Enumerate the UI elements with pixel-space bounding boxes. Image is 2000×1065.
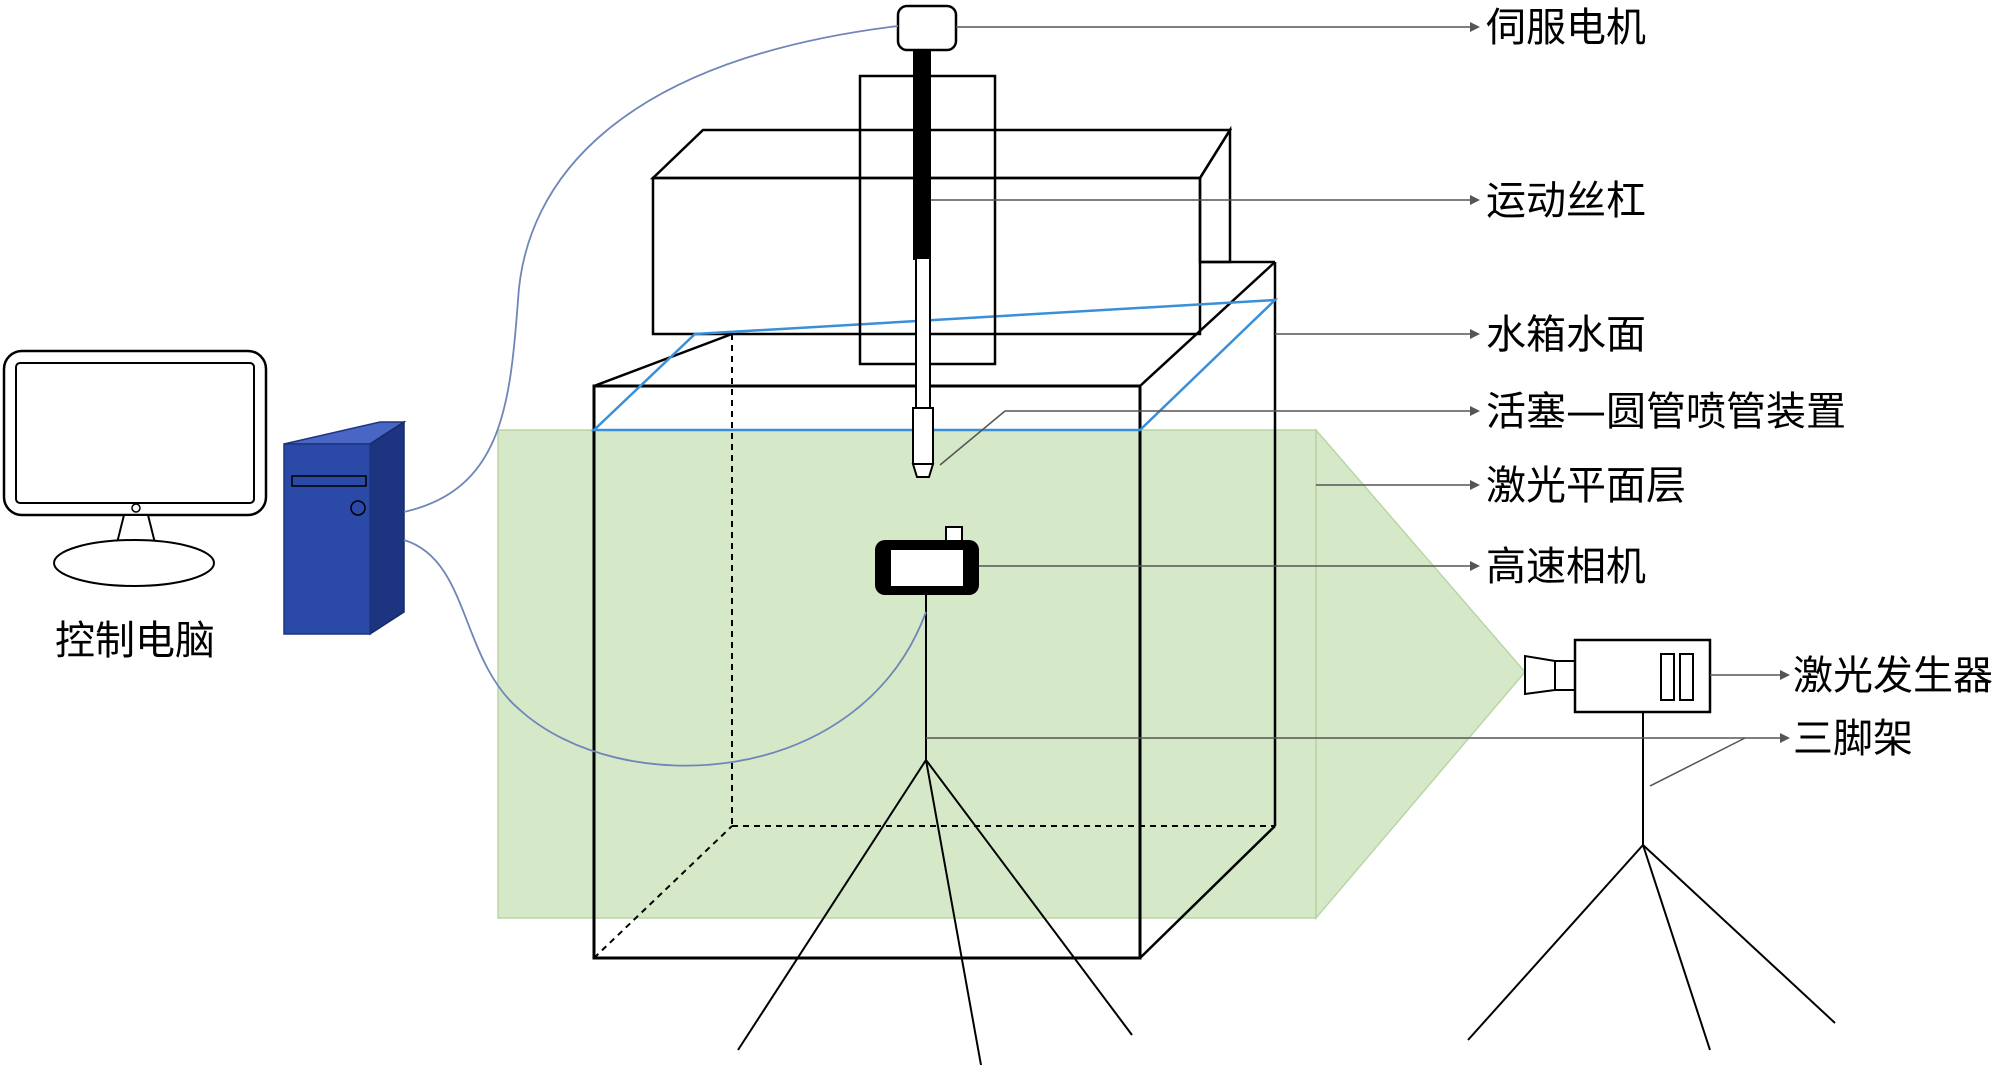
label-servo-motor: 伺服电机 bbox=[1486, 5, 1646, 51]
water-tank bbox=[592, 260, 1277, 960]
piston-nozzle bbox=[911, 257, 935, 478]
control-cables bbox=[403, 25, 927, 767]
monitor-icon bbox=[2, 349, 268, 587]
leader-lines bbox=[926, 22, 1790, 787]
label-laser-plane: 激光平面层 bbox=[1486, 463, 1686, 509]
laser-plane bbox=[497, 427, 1526, 921]
camera-tripod bbox=[737, 595, 1133, 1065]
label-high-speed-camera: 高速相机 bbox=[1486, 544, 1646, 590]
label-tank-water-surface: 水箱水面 bbox=[1486, 312, 1646, 358]
label-lead-screw: 运动丝杠 bbox=[1486, 178, 1646, 224]
label-control-pc: 控制电脑 bbox=[55, 618, 215, 664]
label-piston-nozzle: 活塞—圆管喷管装置 bbox=[1486, 389, 1846, 435]
lead-screw bbox=[913, 50, 931, 260]
label-laser-generator: 激光发生器 bbox=[1793, 653, 1993, 699]
label-tripod: 三脚架 bbox=[1793, 716, 1913, 762]
laser-tripod bbox=[1467, 712, 1836, 1051]
camera-icon bbox=[875, 526, 979, 595]
servo-motor bbox=[896, 4, 958, 52]
gantry-frame bbox=[649, 125, 1233, 336]
water-surface bbox=[590, 298, 1279, 432]
pc-tower-icon bbox=[283, 420, 407, 636]
laser-generator-icon bbox=[1524, 638, 1712, 714]
